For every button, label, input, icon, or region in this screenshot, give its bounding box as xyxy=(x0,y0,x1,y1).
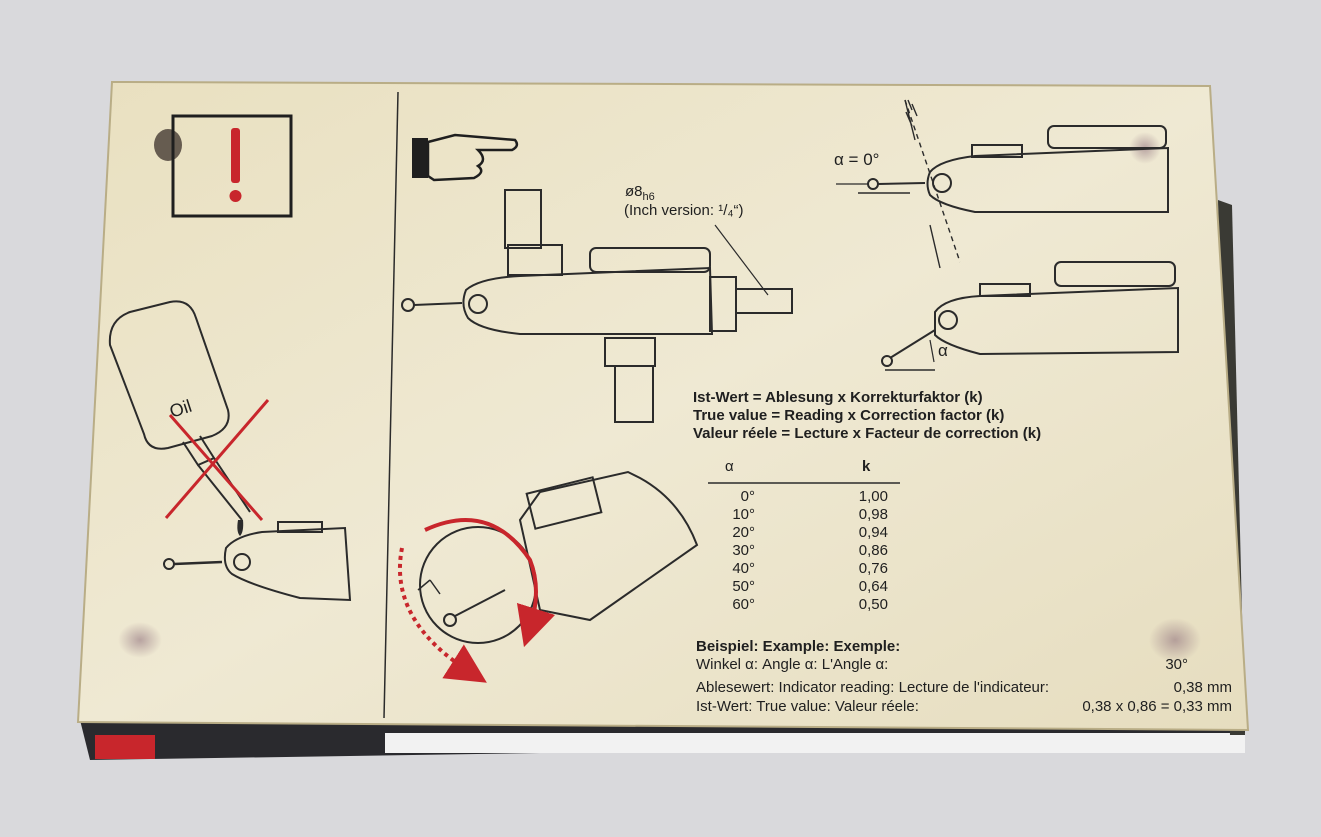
example-line-label: Ablesewert: Indicator reading: Lecture d… xyxy=(696,679,1050,696)
table-row-k: 0,50 xyxy=(858,596,888,613)
table-row-angle: 50° xyxy=(732,578,755,595)
table-row-k: 0,64 xyxy=(858,578,888,595)
indicator-drawing-right-top xyxy=(836,99,1169,269)
formula-de: Ist-Wert = Ablesung x Korrekturfaktor (k… xyxy=(693,389,983,406)
example-line-label: Ist-Wert: True value: Valeur réele: xyxy=(696,698,919,715)
cross-icon xyxy=(164,399,270,521)
table-row-angle: 60° xyxy=(732,596,755,613)
example-title: Beispiel: Example: Exemple: xyxy=(696,638,901,655)
example-line-value: 30° xyxy=(1165,656,1188,673)
diameter-label: ø8h6 xyxy=(625,183,655,203)
table-row-k: 0,98 xyxy=(858,506,888,523)
table-row-angle: 0° xyxy=(740,488,755,505)
pointing-hand-icon xyxy=(412,133,519,182)
indicator-drawing-right-bottom xyxy=(881,261,1179,371)
table-row-k: 0,76 xyxy=(858,560,888,577)
example-line-value: 0,38 mm xyxy=(1173,679,1232,696)
indicator-drawing-rotation xyxy=(417,470,699,644)
angle-zero-label: α = 0° xyxy=(834,150,879,169)
table-row-angle: 20° xyxy=(732,524,755,541)
table-row-angle: 40° xyxy=(732,560,755,577)
table-row-k: 0,94 xyxy=(858,524,888,541)
table-row-angle: 30° xyxy=(732,542,755,559)
table-row-k: 1,00 xyxy=(858,488,888,505)
box-body xyxy=(76,80,1250,760)
inch-version-label: (Inch version: ¹/₄“) xyxy=(624,202,743,219)
example-line-label: Winkel α: Angle α: L'Angle α: xyxy=(696,656,889,673)
indicator-drawing-center xyxy=(401,189,793,423)
table-header-alpha: α xyxy=(725,458,734,475)
indicator-drawing-left xyxy=(163,521,352,602)
example-line-value: 0,38 x 0,86 = 0,33 mm xyxy=(1082,698,1232,715)
warning-icon xyxy=(171,114,293,218)
table-row-angle: 10° xyxy=(732,506,755,523)
formula-fr: Valeur réele = Lecture x Facteur de corr… xyxy=(693,425,1042,442)
formula-en: True value = Reading x Correction factor… xyxy=(693,407,1005,424)
alpha-label: α xyxy=(938,341,948,360)
rotation-arrow-icon xyxy=(397,518,556,683)
table-row-k: 0,86 xyxy=(858,542,888,559)
table-header-k: k xyxy=(862,458,871,475)
